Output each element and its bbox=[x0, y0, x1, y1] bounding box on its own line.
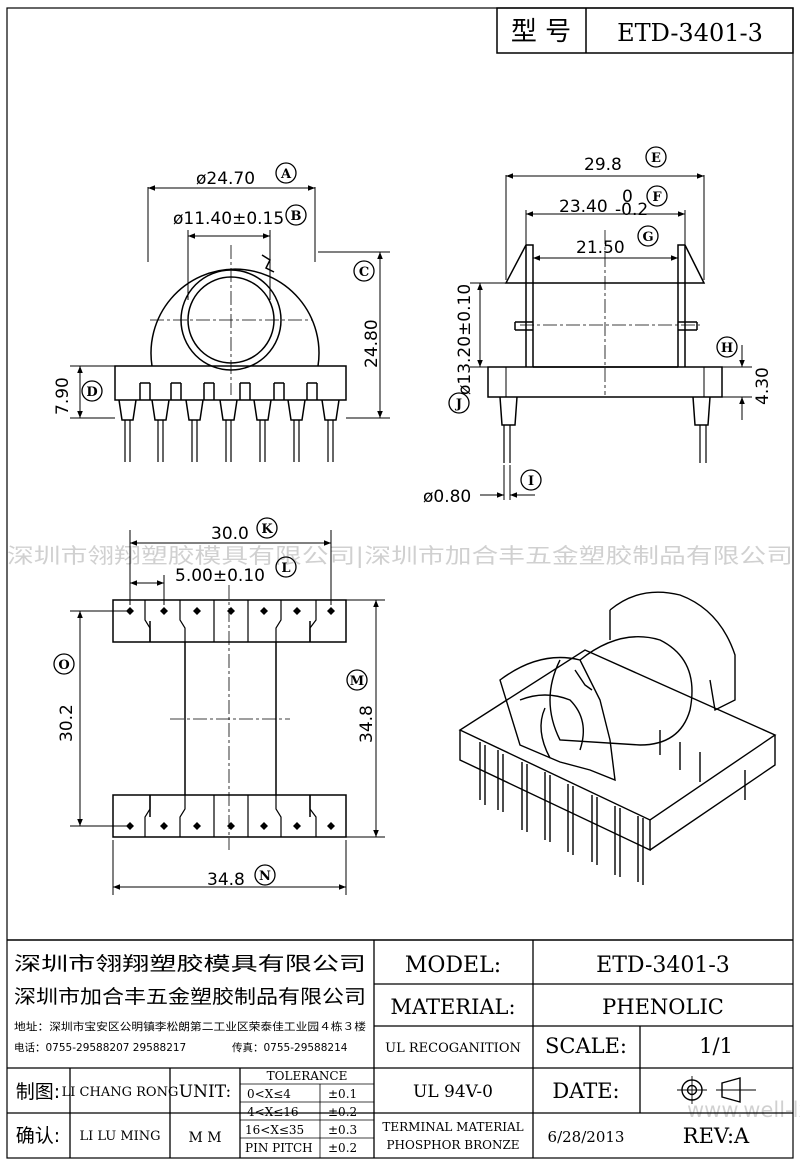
callout-I-tag: I bbox=[528, 474, 534, 489]
material-label: MATERIAL: bbox=[390, 995, 515, 1019]
tolerance-value-2: ±0.2 bbox=[328, 1105, 357, 1119]
tolerance-value-3: ±0.3 bbox=[328, 1123, 357, 1137]
ul-value: UL 94V-0 bbox=[413, 1082, 493, 1102]
bottom-view-dims bbox=[70, 530, 385, 895]
dim-N-value: 34.8 bbox=[207, 870, 245, 890]
header-model-box: 型 号 ETD-3401-3 bbox=[496, 7, 794, 54]
unit-value: M M bbox=[188, 1130, 221, 1146]
watermark-text: 深圳市翎翔塑胶模具有限公司|深圳市加合丰五金塑胶制品有限公司 bbox=[7, 544, 793, 569]
front-view-dims bbox=[70, 185, 390, 419]
callout-B-tag: B bbox=[291, 209, 302, 224]
callout-L-circle bbox=[275, 556, 297, 578]
tolerance-range-3: 16<X≤35 bbox=[245, 1123, 304, 1137]
dim-J-value: ø13.20±0.10 bbox=[455, 284, 475, 395]
callout-A-circle bbox=[275, 162, 297, 184]
unit-label: UNIT: bbox=[179, 1082, 231, 1102]
title-block-grid bbox=[7, 939, 793, 1158]
dim-G-value: 21.50 bbox=[576, 238, 625, 258]
company-name-2: 深圳市加合丰五金塑胶制品有限公司 bbox=[14, 986, 366, 1008]
tolerance-value-1: ±0.1 bbox=[328, 1087, 357, 1101]
callout-E-circle bbox=[645, 146, 667, 168]
callout-I-circle bbox=[520, 469, 542, 491]
scale-label: SCALE: bbox=[545, 1034, 627, 1058]
dim-F-tol-top: 0 bbox=[622, 187, 633, 207]
date-value: 6/28/2013 bbox=[548, 1128, 625, 1146]
tolerance-value-4: ±0.2 bbox=[328, 1141, 357, 1155]
callout-H-tag: H bbox=[721, 341, 733, 356]
dim-K-value: 30.0 bbox=[211, 524, 249, 544]
dim-A-value: ø24.70 bbox=[196, 169, 255, 189]
callout-D-tag: D bbox=[86, 385, 97, 400]
callout-C-tag: C bbox=[359, 265, 369, 280]
callout-H-circle bbox=[716, 336, 738, 358]
scale-value: 1/1 bbox=[699, 1034, 733, 1058]
callout-M-tag: M bbox=[350, 674, 364, 689]
callout-O-tag: O bbox=[58, 658, 69, 673]
dim-I-value: ø0.80 bbox=[423, 487, 471, 507]
callout-J-circle bbox=[448, 392, 470, 414]
watermark-site: www.well-lx.com bbox=[687, 1098, 800, 1122]
tolerance-range-4: PIN PITCH bbox=[245, 1141, 313, 1155]
callout-G-tag: G bbox=[642, 230, 653, 245]
header-model: ETD-3401-3 bbox=[617, 19, 763, 47]
company-fax: 传真：0755-29588214 bbox=[232, 1041, 348, 1054]
drawn-by: LI CHANG RONG bbox=[62, 1085, 179, 1100]
callout-C-circle bbox=[353, 260, 375, 282]
dim-C-value: 24.80 bbox=[362, 319, 382, 368]
model-label: MODEL: bbox=[405, 953, 501, 978]
checked-by: LI LU MING bbox=[79, 1129, 160, 1144]
rev-label: REV:A bbox=[683, 1124, 750, 1148]
callout-A-tag: A bbox=[280, 167, 292, 182]
callout-O-circle bbox=[53, 653, 75, 675]
callout-L-tag: L bbox=[281, 561, 290, 576]
sheet-border bbox=[6, 7, 794, 1159]
callout-F-circle bbox=[646, 185, 668, 207]
company-phone: 电话：0755-29588207 29588217 bbox=[14, 1041, 186, 1054]
terminal-material-value: PHOSPHOR BRONZE bbox=[386, 1138, 519, 1152]
tolerance-range-1: 0<X≤4 bbox=[247, 1087, 291, 1101]
drawn-label: 制图: bbox=[16, 1081, 60, 1103]
isometric-view bbox=[458, 591, 777, 885]
callout-B-circle bbox=[285, 204, 307, 226]
dim-F-value: 23.40 bbox=[559, 197, 608, 217]
callout-K-circle bbox=[256, 517, 278, 539]
checked-label: 确认: bbox=[16, 1125, 60, 1147]
bottom-view-pins bbox=[126, 607, 335, 830]
company-name-1: 深圳市翎翔塑胶模具有限公司 bbox=[14, 953, 366, 975]
company-address: 地址：深圳市宝安区公明镇李松朗第二工业区荣泰佳工业园４栋３楼 bbox=[14, 1020, 367, 1033]
callout-N-circle bbox=[254, 864, 276, 886]
terminal-material-label: TERMINAL MATERIAL bbox=[382, 1120, 523, 1134]
model-value: ETD-3401-3 bbox=[596, 953, 730, 978]
callout-N-tag: N bbox=[259, 869, 271, 884]
type-label: 型 号 bbox=[511, 17, 571, 47]
bottom-view bbox=[112, 585, 347, 850]
callout-J-tag: J bbox=[455, 397, 462, 412]
side-view-dims bbox=[470, 173, 752, 500]
dim-E-value: 29.8 bbox=[584, 155, 622, 175]
dim-F-tol-bottom: -0.2 bbox=[615, 200, 648, 220]
dim-H-value: 4.30 bbox=[753, 367, 773, 405]
side-view bbox=[487, 230, 723, 463]
tolerance-title: TOLERANCE bbox=[267, 1069, 348, 1083]
dim-B-value: ø11.40±0.15 bbox=[173, 209, 284, 229]
dim-M-value: 34.8 bbox=[357, 705, 377, 743]
tolerance-range-2: 4<X≤16 bbox=[247, 1105, 299, 1119]
callout-G-circle bbox=[637, 225, 659, 247]
ul-label: UL RECOGANITION bbox=[385, 1041, 521, 1056]
dim-O-value: 30.2 bbox=[57, 704, 77, 742]
callout-D-circle bbox=[81, 380, 103, 402]
callout-K-tag: K bbox=[261, 522, 273, 537]
callout-F-tag: F bbox=[652, 190, 662, 205]
material-value: PHENOLIC bbox=[602, 995, 724, 1019]
date-label: DATE: bbox=[552, 1079, 619, 1103]
callout-E-tag: E bbox=[651, 151, 661, 166]
dim-D-value: 7.90 bbox=[53, 377, 73, 415]
front-view bbox=[114, 245, 347, 462]
dim-L-value: 5.00±0.10 bbox=[175, 566, 265, 586]
projection-symbol-icon bbox=[677, 1076, 756, 1104]
callout-M-circle bbox=[346, 669, 368, 691]
